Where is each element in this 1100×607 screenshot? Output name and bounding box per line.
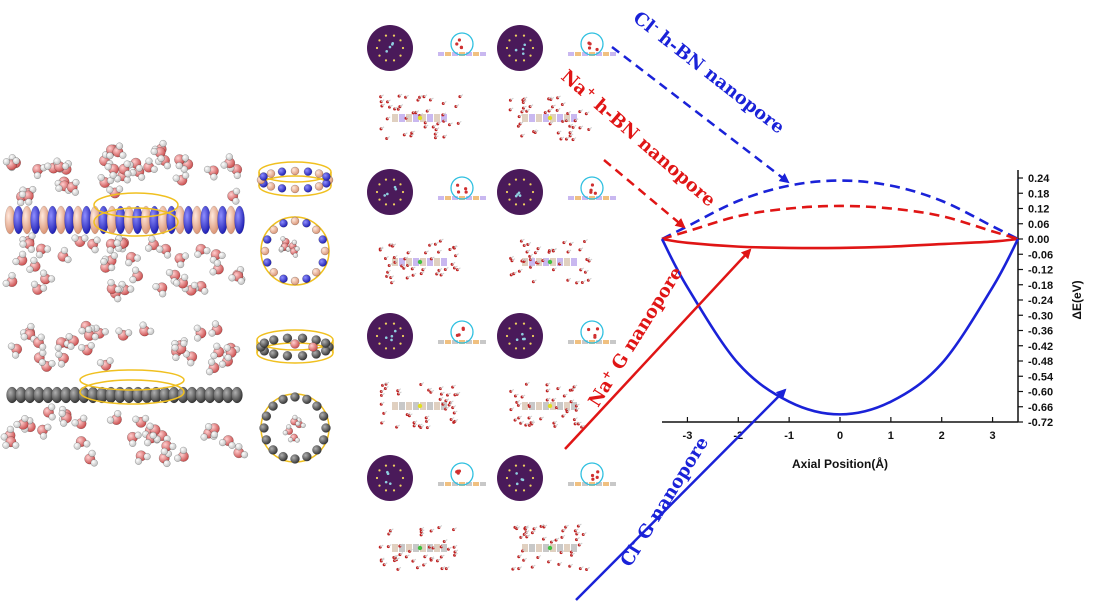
arrow-na-g bbox=[564, 248, 752, 450]
snapshot-panel bbox=[497, 455, 616, 571]
snapshot-panel bbox=[367, 455, 486, 571]
arrow-na-hbn bbox=[603, 159, 686, 229]
series-line-1 bbox=[661, 204, 1019, 241]
y-tick-label: 0.00 bbox=[1028, 234, 1049, 246]
snapshot-panel bbox=[497, 25, 616, 142]
graphene-pore-side-view bbox=[256, 329, 334, 364]
series-group bbox=[660, 179, 1020, 416]
snapshot-panel bbox=[497, 313, 616, 429]
arrow-cl-hbn bbox=[611, 46, 790, 184]
x-tick-label: 1 bbox=[888, 430, 894, 442]
y-tick-label: -0.42 bbox=[1028, 341, 1053, 353]
label-cl-g: Cl- G nanopore bbox=[616, 433, 714, 571]
y-tick-label: 0.18 bbox=[1028, 188, 1049, 200]
y-tick-label: 0.24 bbox=[1028, 173, 1050, 185]
y-tick-label: -0.30 bbox=[1028, 310, 1053, 322]
y-tick-label: 0.06 bbox=[1028, 219, 1049, 231]
x-tick-label: 2 bbox=[939, 430, 945, 442]
hbn-pore-water-system bbox=[2, 139, 246, 303]
y-tick-label: -0.66 bbox=[1028, 402, 1053, 414]
arrow-cl-g bbox=[575, 388, 787, 601]
x-tick-label: -1 bbox=[784, 430, 794, 442]
y-tick-label: -0.18 bbox=[1028, 280, 1053, 292]
x-tick-label: -3 bbox=[683, 430, 693, 442]
label-na-g: Na+ G nanopore bbox=[584, 263, 688, 411]
y-tick-label: -0.24 bbox=[1028, 295, 1054, 307]
snapshot-panel bbox=[367, 169, 486, 285]
x-tick-label: 0 bbox=[837, 430, 843, 442]
y-tick-label: -0.06 bbox=[1028, 249, 1053, 261]
y-tick-label: 0.12 bbox=[1028, 204, 1049, 216]
y-tick-group: 0.24 0.18 0.12 0.06 0.00 -0.06 -0.12 -0.18 -0.24… bbox=[1018, 173, 1054, 429]
y-tick-label: -0.12 bbox=[1028, 265, 1053, 277]
y-tick-label: -0.60 bbox=[1028, 387, 1053, 399]
graphene-pore-water-system bbox=[0, 320, 249, 468]
snapshot-panel bbox=[367, 313, 486, 430]
hbn-pore-side-view bbox=[256, 161, 334, 197]
series-line-0 bbox=[661, 179, 1019, 241]
y-axis-label: ΔE(eV) bbox=[1070, 280, 1084, 319]
graphene-pore-top-view bbox=[259, 392, 331, 464]
y-tick-label: -0.48 bbox=[1028, 356, 1053, 368]
snapshot-panel bbox=[497, 169, 616, 285]
md-snapshot-grid bbox=[367, 25, 616, 571]
x-tick-label: 3 bbox=[990, 430, 996, 442]
y-tick-label: -0.72 bbox=[1028, 417, 1053, 429]
y-tick-label: -0.54 bbox=[1028, 371, 1054, 383]
snapshot-panel bbox=[367, 25, 486, 141]
x-axis-label: Axial Position(Å) bbox=[792, 456, 888, 471]
annotation-arrows bbox=[564, 46, 790, 601]
series-line-2 bbox=[661, 237, 1019, 250]
series-line-3 bbox=[660, 238, 1020, 416]
y-tick-label: -0.36 bbox=[1028, 326, 1053, 338]
label-cl-hbn: Cl- h-BN nanopore bbox=[629, 7, 789, 139]
hbn-pore-top-view bbox=[260, 216, 330, 286]
